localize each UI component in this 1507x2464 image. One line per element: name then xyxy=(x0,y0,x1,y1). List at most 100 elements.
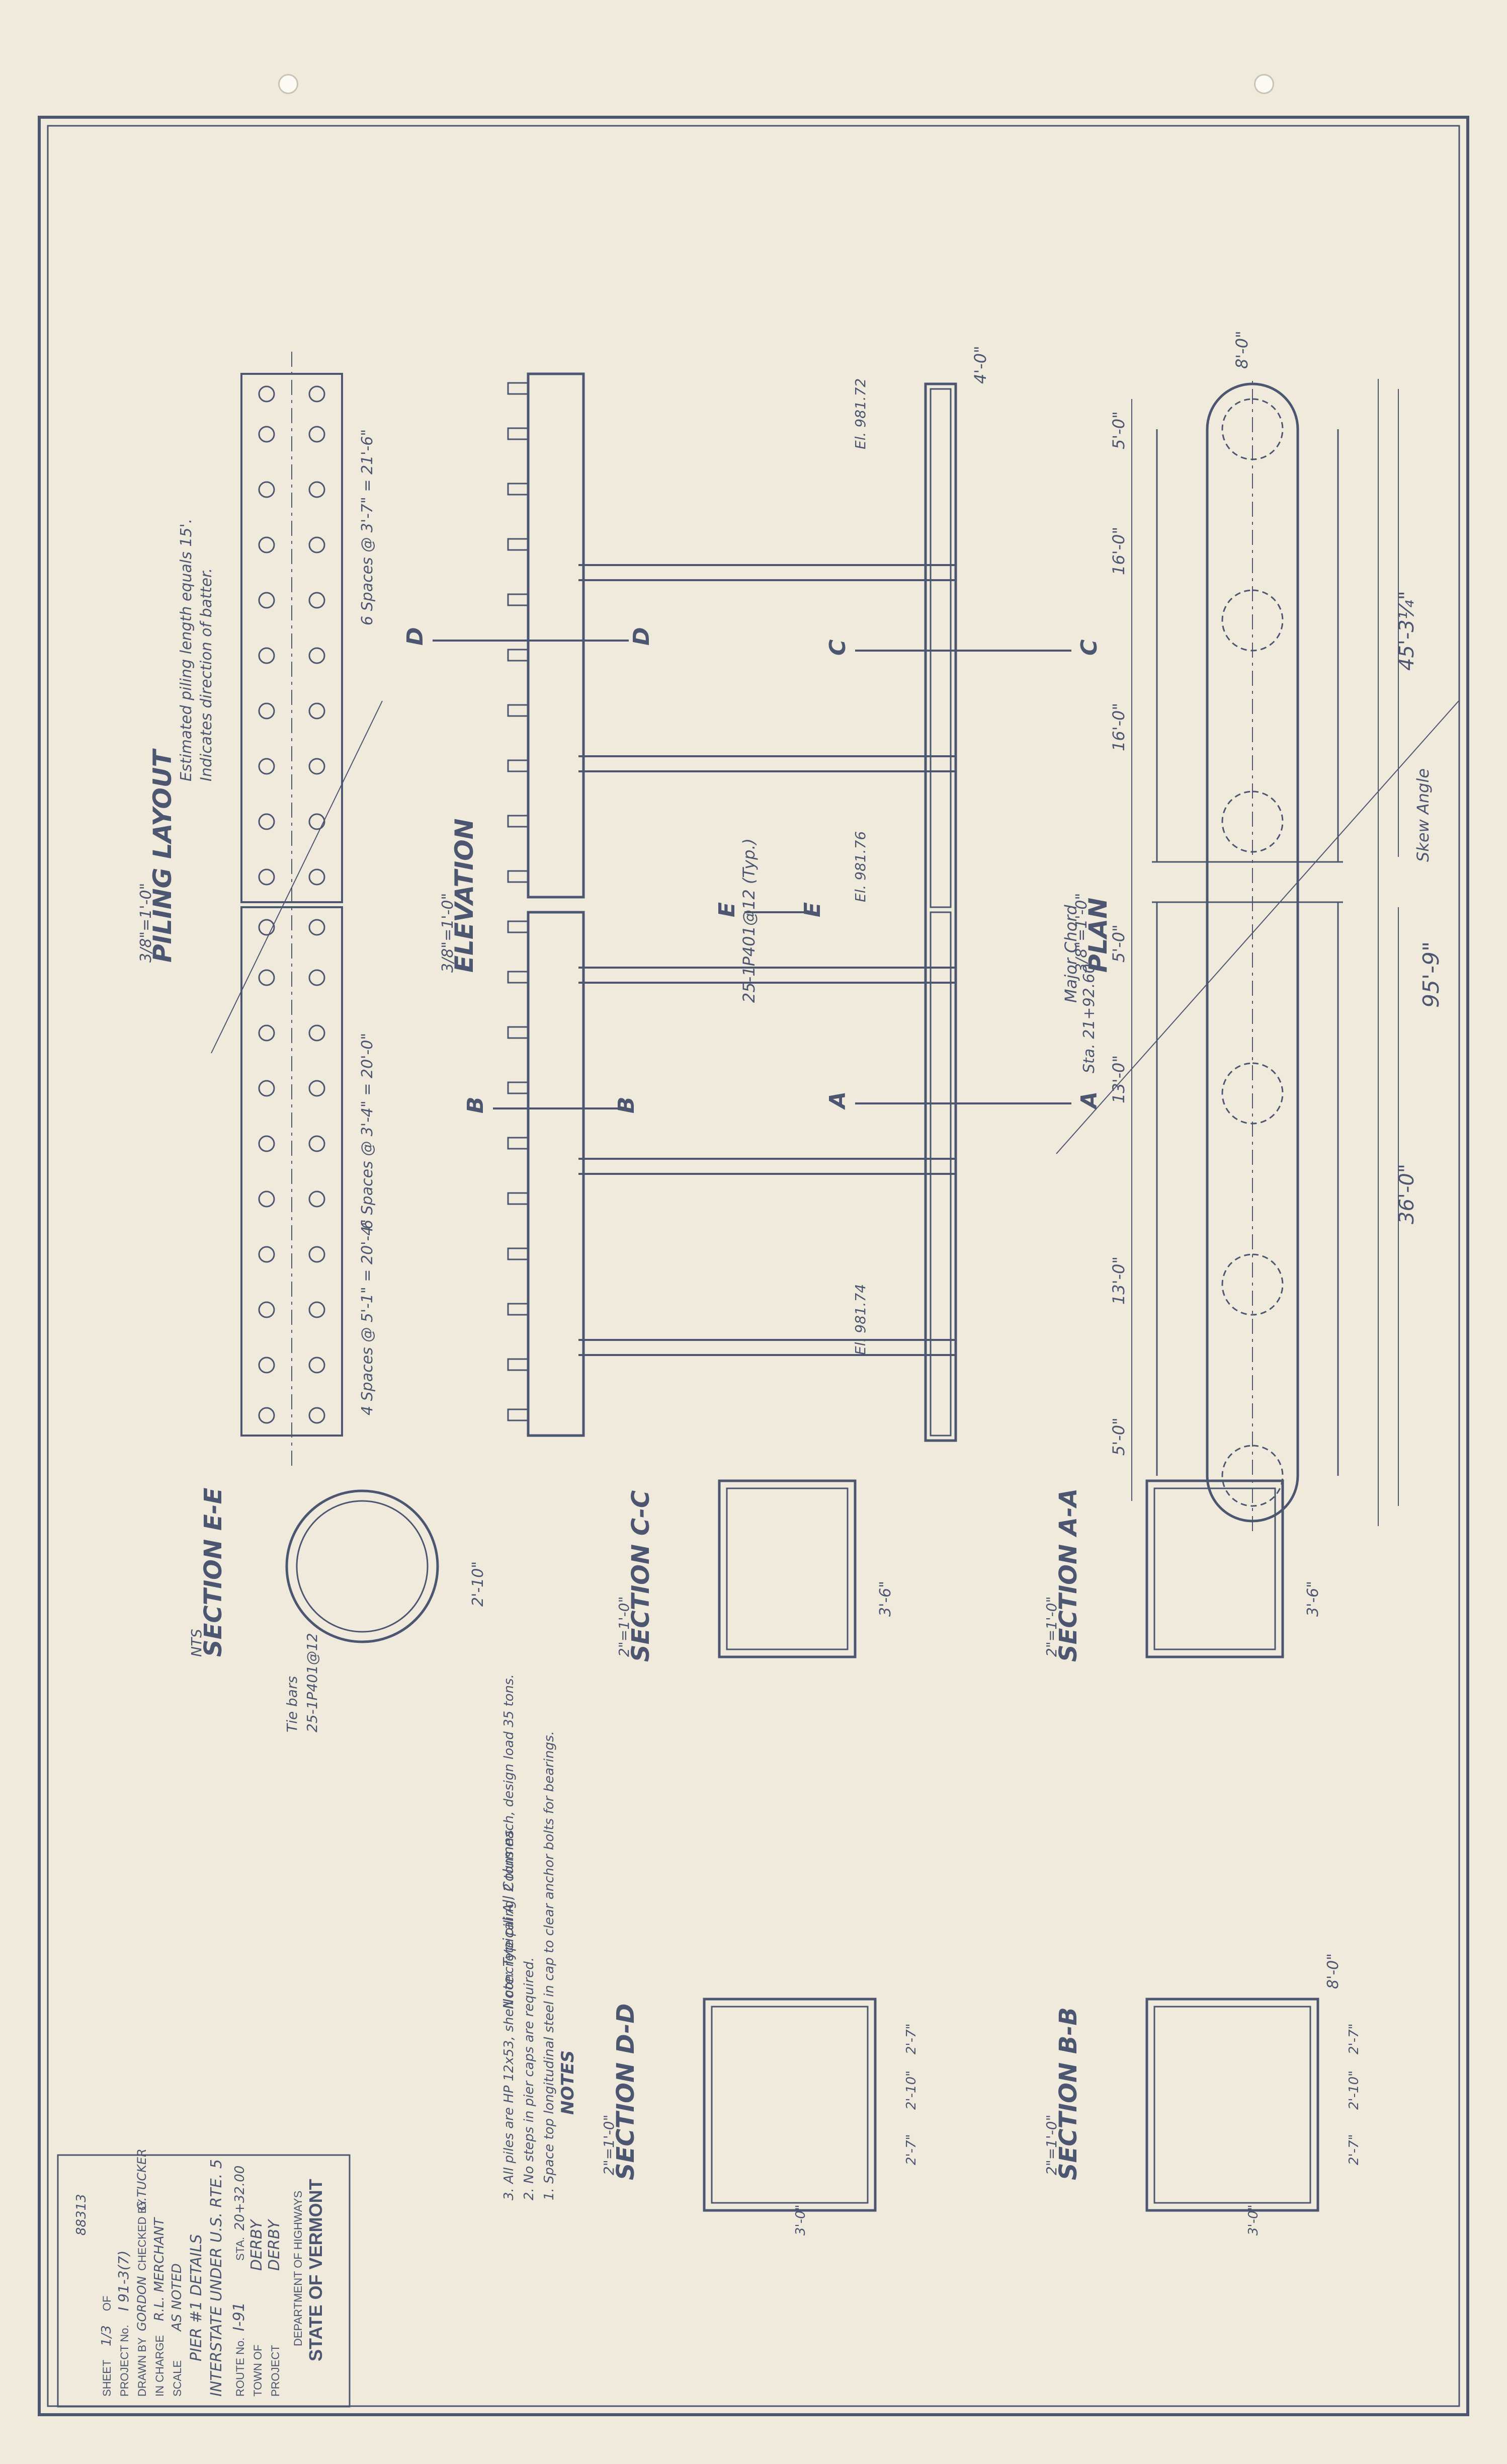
mark-c1: C xyxy=(1076,640,1102,656)
note-3: 3. All piles are HP 12x53, shell concret… xyxy=(501,1674,517,2200)
tb-sta-label: STA. xyxy=(234,2237,246,2261)
ee-ties: Tie bars xyxy=(284,1676,300,1732)
plan-view: 95'-9" 36'-0" 45'-3¼" 5'-0" 13'-0" 13'-0… xyxy=(1056,331,1459,1531)
dim-span-1: 5'-0" xyxy=(1109,1417,1128,1456)
mark-b2: B xyxy=(614,1096,639,1114)
mark-d2: D xyxy=(629,627,654,646)
tb-sheet-of: OF xyxy=(101,2295,113,2311)
dd-bottom: 3'-0" xyxy=(793,2204,808,2236)
tb-org: STATE OF VERMONT xyxy=(305,2179,326,2361)
dim-span-3: 13'-0" xyxy=(1109,1055,1128,1103)
tb-in-charge: R.L. MERCHANT xyxy=(152,2217,167,2321)
tb-project-no: I 91-3(7) xyxy=(115,2251,132,2311)
elevation-view: ELEVATION 3/8"=1'-0" 25-1P401@12 (Typ.) … xyxy=(402,346,1102,1442)
dd-width-1: 2'-7" xyxy=(904,2134,919,2165)
mark-e1: E xyxy=(714,902,740,917)
piling-scale: 3/8"=1'-0" xyxy=(137,883,155,963)
tb-town-label: TOWN OF xyxy=(252,2345,264,2397)
bb-width-2: 2'-10" xyxy=(1347,2071,1362,2110)
tb-town: DERBY xyxy=(248,2218,266,2271)
ee-bars: 25-1P401@12 xyxy=(304,1633,320,1732)
tb-desc2: PIER #1 DETAILS xyxy=(188,2234,205,2361)
tb-sheet-label: SHEET xyxy=(101,2360,113,2397)
note-2: 2. No steps in pier caps are required. xyxy=(522,1957,537,2200)
bb-title: SECTION B-B xyxy=(1054,2007,1082,2180)
tb-project-label: PROJECT xyxy=(269,2345,282,2397)
dim-span-5: 16'-0" xyxy=(1109,703,1128,751)
cc-title: SECTION C-C xyxy=(627,1490,655,1662)
piling-title: PILING LAYOUT xyxy=(148,748,177,963)
ee-dia: 2'-10" xyxy=(469,1561,487,1607)
tb-drawn-label: DRAWN BY xyxy=(136,2337,148,2397)
section-aa: SECTION A-A 2"=1'-0" 3'-6" xyxy=(1043,1479,1322,1662)
title-block: STATE OF VERMONT DEPARTMENT OF HIGHWAYS … xyxy=(57,2149,351,2408)
tb-route: I-91 xyxy=(230,2302,248,2331)
ee-title: SECTION E-E xyxy=(199,1487,227,1657)
ee-scale: NTS xyxy=(188,1629,205,1657)
pile-length-note: Estimated piling length equals 15'. xyxy=(178,519,195,781)
elev-left: El. 981.74 xyxy=(852,1284,869,1355)
dd-title: SECTION D-D xyxy=(612,2004,640,2180)
dim-overall: 95'-9" xyxy=(1418,941,1444,1008)
tb-drawn: GORDON xyxy=(135,2276,149,2331)
mark-d1: D xyxy=(402,627,428,646)
section-cuts: A A B B C C D D E E xyxy=(402,627,1102,1114)
dim-right-span: 45'-3¼" xyxy=(1395,591,1418,671)
tb-checked: G.TUCKER xyxy=(135,2149,149,2210)
pile-stubs xyxy=(507,382,529,1421)
tb-checked-label: CHECKED BY xyxy=(136,2199,148,2271)
aa-scale: 2"=1'-0" xyxy=(1043,1597,1060,1657)
dim-left-span: 36'-0" xyxy=(1395,1164,1418,1224)
tb-project-no-label: PROJECT No. xyxy=(118,2325,131,2397)
tb-dept: DEPARTMENT OF HIGHWAYS xyxy=(292,2191,304,2346)
mark-e2: E xyxy=(800,902,825,917)
mark-a1: A xyxy=(1076,1091,1102,1110)
plan-width: 8'-0" xyxy=(1232,331,1251,369)
aa-title: SECTION A-A xyxy=(1054,1488,1082,1662)
plan-scale: 3/8"=1'-0" xyxy=(1073,893,1091,973)
pile-spacing-mid: 6 Spaces @ 3'-4" = 20'-0" xyxy=(359,1033,376,1229)
tb-scale-label: SCALE xyxy=(171,2360,184,2397)
bb-bottom: 3'-0" xyxy=(1246,2204,1261,2236)
dim-span-2: 13'-0" xyxy=(1109,1256,1128,1305)
ee-note: Note: Typical All Columns xyxy=(500,1830,517,2009)
tb-file-no: 88313 xyxy=(74,2194,89,2236)
punch-hole-left xyxy=(278,74,298,94)
dim-span-6: 16'-0" xyxy=(1109,527,1128,575)
sta-label: Sta. 21+92.60 xyxy=(1080,964,1098,1073)
tb-route-label: ROUTE No. xyxy=(234,2338,246,2397)
elev-right: El. 981.72 xyxy=(852,378,869,449)
elevation-title: ELEVATION xyxy=(450,819,479,973)
pile-markers xyxy=(258,385,325,1424)
rotated-drawing: 95'-9" 36'-0" 45'-3¼" 5'-0" 13'-0" 13'-0… xyxy=(137,331,1459,1531)
dd-width-2: 2'-10" xyxy=(904,2071,919,2110)
notes-block: NOTES 1. Space top longitudinal steel in… xyxy=(501,1674,578,2200)
cc-scale: 2"=1'-0" xyxy=(616,1597,632,1657)
dd-width-3: 2'-7" xyxy=(904,2023,919,2054)
pile-spacing-right: 6 Spaces @ 3'-7" = 21'-6" xyxy=(359,429,376,625)
rebar-typ: 25-1P401@12 (Typ.) xyxy=(739,838,759,1003)
elev-mid: El. 981.76 xyxy=(852,831,869,902)
tb-in-charge-label: IN CHARGE xyxy=(153,2335,166,2397)
cc-height: 3'-6" xyxy=(877,1581,894,1617)
bb-scale: 2"=1'-0" xyxy=(1043,2115,1060,2175)
pile-symbol-note: Indicates direction of batter. xyxy=(198,568,215,781)
tb-project: DERBY xyxy=(266,2218,283,2271)
tb-sheet-no: 1/3 xyxy=(99,2325,114,2346)
elevation-scale: 3/8"=1'-0" xyxy=(439,893,457,973)
dim-span-7: 5'-0" xyxy=(1109,411,1128,449)
aa-height: 3'-6" xyxy=(1304,1581,1322,1617)
section-dd: SECTION D-D 2"=1'-0" 2'-7" 2'-10" 2'-7" … xyxy=(601,1998,919,2236)
skew-label: Skew Angle xyxy=(1413,768,1433,862)
pile-spacing-top: 4 Spaces @ 5'-1" = 20'-4" xyxy=(359,1219,376,1415)
outer-border xyxy=(38,116,1469,2416)
chord-label: Major Chord xyxy=(1061,905,1080,1003)
plan-title: PLAN xyxy=(1083,898,1113,973)
dd-scale: 2"=1'-0" xyxy=(601,2115,617,2175)
inner-border xyxy=(47,125,1460,2407)
bb-width-3: 2'-7" xyxy=(1347,2023,1362,2054)
mark-c2: C xyxy=(825,640,851,656)
mark-a2: A xyxy=(825,1091,851,1110)
mark-b1: B xyxy=(463,1096,488,1114)
